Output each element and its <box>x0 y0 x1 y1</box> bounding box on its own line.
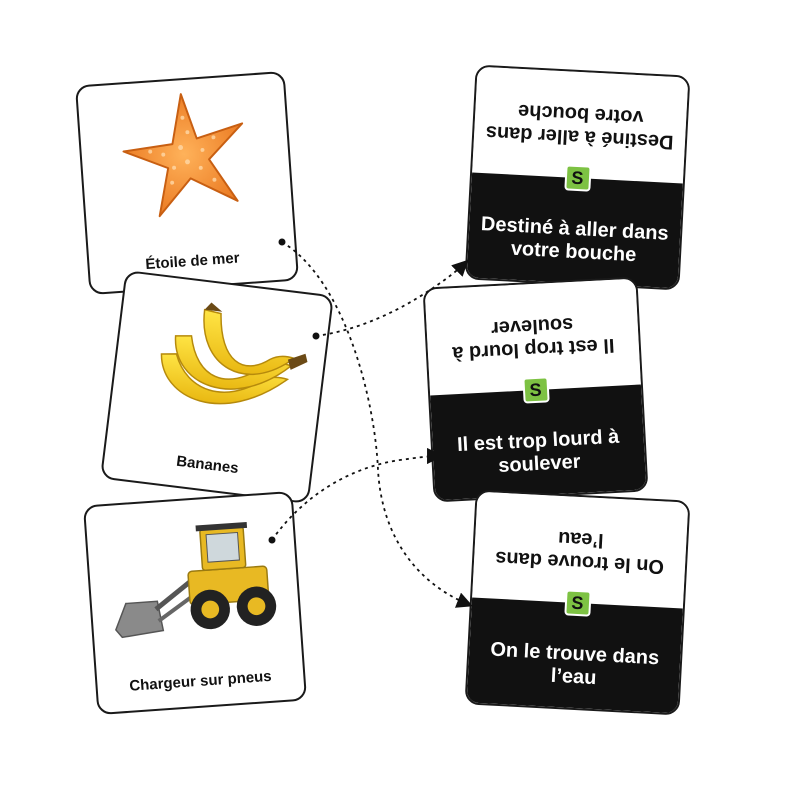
card-water[interactable]: On le trouve dans l’eau S On le trouve d… <box>464 489 691 716</box>
card-text-inverted: Destiné à aller dans votre bouche <box>485 99 675 153</box>
card-text-inverted: Il est trop lourd à soulever <box>451 312 615 365</box>
wheel-loader-icon <box>86 501 301 653</box>
card-text: On le trouve dans l’eau <box>489 638 660 690</box>
brand-logo-icon: S <box>521 375 550 404</box>
card-text: Il est trop lourd à soulever <box>456 425 620 478</box>
starfish-icon <box>78 81 293 233</box>
card-mouth[interactable]: Destiné à aller dans votre bouche S Dest… <box>464 64 691 291</box>
card-wheel-loader[interactable]: Chargeur sur pneus <box>82 490 308 716</box>
brand-logo-icon: S <box>563 588 592 617</box>
brand-logo-icon: S <box>563 163 592 192</box>
card-text-inverted: On le trouve dans l’eau <box>494 526 665 578</box>
card-label: Chargeur sur pneus <box>128 667 273 695</box>
card-label: Étoile de mer <box>144 249 241 274</box>
card-text: Destiné à aller dans votre bouche <box>480 213 670 267</box>
card-bananas[interactable]: Bananes <box>99 269 335 505</box>
bananas-icon <box>110 280 331 442</box>
card-starfish[interactable]: Étoile de mer <box>74 70 300 296</box>
card-label: Bananes <box>175 452 240 478</box>
card-heavy[interactable]: Il est trop lourd à soulever S Il est tr… <box>422 276 649 503</box>
